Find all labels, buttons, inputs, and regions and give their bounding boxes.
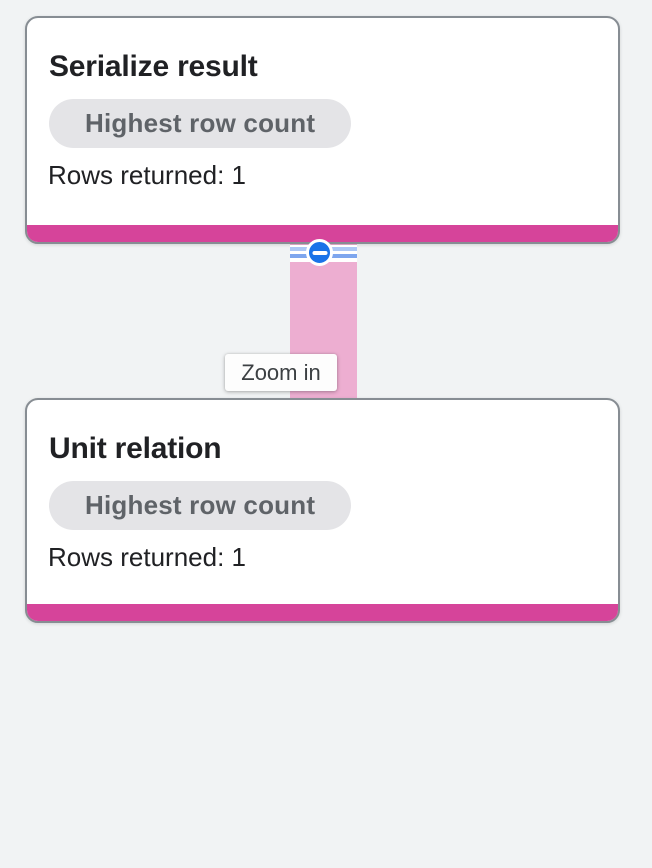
- highest-row-count-badge: Highest row count: [49, 99, 352, 148]
- stage-node-unit-relation[interactable]: Unit relation Highest row count Rows ret…: [25, 398, 620, 623]
- minus-circle-icon: [312, 250, 327, 255]
- stage-node-serialize-result[interactable]: Serialize result Highest row count Rows …: [25, 16, 620, 244]
- stage-title: Serialize result: [49, 50, 258, 83]
- zoom-in-tooltip: Zoom in: [225, 354, 337, 391]
- rows-returned-label: Rows returned: 1: [48, 160, 246, 190]
- collapse-edge-button[interactable]: [306, 239, 333, 266]
- stage-accent-bar: [27, 225, 618, 242]
- rows-returned-label: Rows returned: 1: [48, 542, 246, 572]
- stage-accent-bar: [27, 604, 618, 621]
- stage-title: Unit relation: [49, 432, 222, 465]
- highest-row-count-badge: Highest row count: [49, 481, 352, 530]
